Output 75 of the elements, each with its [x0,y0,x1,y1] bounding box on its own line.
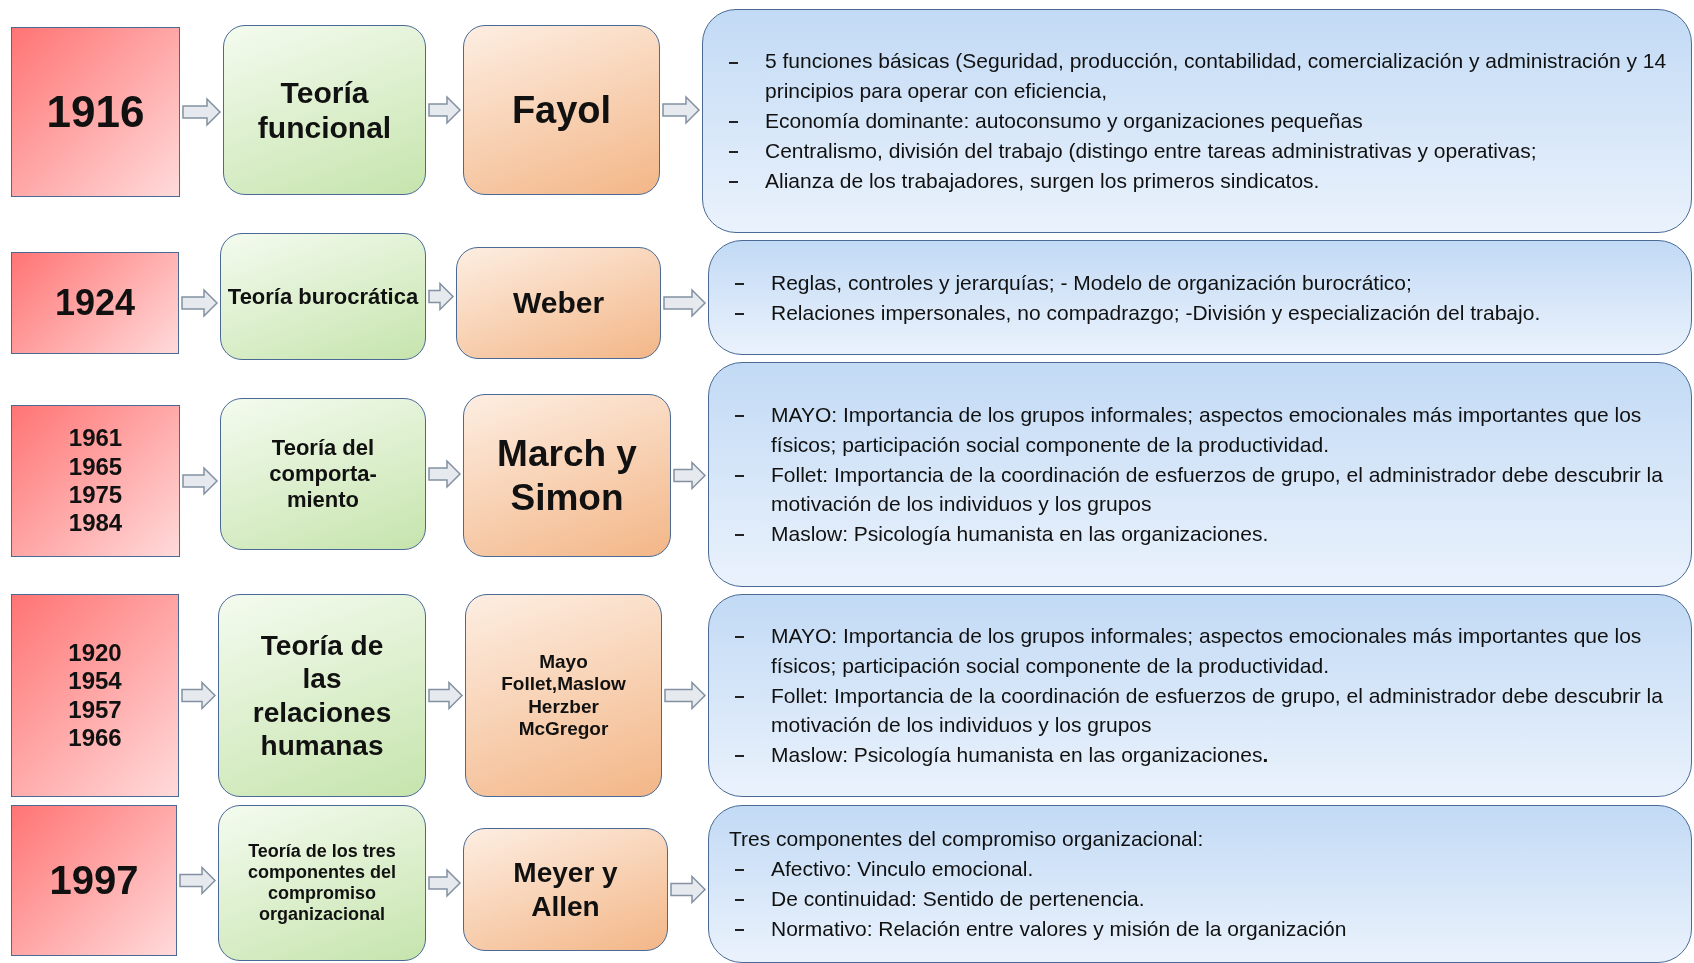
description-box [708,362,1692,587]
arrow [181,680,217,711]
description-item: Reglas, controles y jerarquías; - Modelo de organización burocrático; [771,270,1412,294]
year-label: 1954 [68,667,122,696]
arrow [428,281,455,312]
year-label: 1984 [68,509,123,538]
description-item: De continuidad: Sentido de pertenencia. [771,887,1145,910]
description-item: Follet: Importancia de la coordinación de esfuerzos de grupo, el administrador debe descubrir la motivación de los individuos y los grupos [771,683,1663,737]
theory-box [220,398,426,550]
description-box [708,594,1692,797]
year-label: 1961 [68,424,123,453]
theory-name: Teoría del comporta- miento [268,435,378,513]
author-box [463,828,668,951]
arrow [428,868,462,898]
arrow [182,97,222,127]
description-item: MAYO: Importancia de los grupos informales; aspectos emocionales más importantes que los físicos; participación social componente de la productividad. [771,623,1642,677]
year-label: 1965 [68,452,123,481]
author-box [456,247,661,359]
author-name: Meyer y Allen [512,856,619,923]
arrow [428,459,462,489]
description-item: Alianza de los trabajadores, surgen los primeros sindicatos. [765,168,1320,192]
author-name: March y Simon [496,431,638,520]
author-name: Weber [512,285,605,321]
description-box [708,240,1692,355]
description-item: Relaciones impersonales, no compadrazgo; -División y especialización del trabajo. [771,300,1541,324]
description-item: Economía dominante: autoconsumo y organizaciones pequeñas [765,109,1363,133]
arrow [428,680,464,711]
author-box [465,594,662,797]
year-label: 1966 [68,723,122,753]
arrow [181,288,219,318]
theory-box [218,805,426,961]
arrow [663,288,707,318]
theory-box [218,594,426,797]
description-item: MAYO: Importancia de los grupos informales; aspectos emocionales más importantes que los físicos; participación social componente de la productividad. [771,402,1642,456]
description-item: Tres componentes del compromiso organizacional: [728,826,1205,853]
author-name: McGregor [518,717,609,741]
author-box [463,394,671,557]
theory-name: Teoría burocrática [227,283,419,310]
arrow [670,874,707,905]
author-name: Fayol [511,87,612,133]
theory-name: Teoría de las relaciones humanas [251,629,393,762]
arrow [673,460,707,491]
author-name: Herzber [528,695,599,718]
arrow [664,680,707,711]
description-item: Afectivo: Vinculo emocional. [771,857,1034,881]
theory-name: Teoría de los tres componentes del compromiso organizacional [247,840,397,926]
description-item: Follet: Importancia de la coordinación de esfuerzos de grupo, el administrador debe descubrir la motivación de los individuos y los grupos [771,462,1663,516]
description-box [708,805,1692,963]
theory-name: Teoría funcional [256,74,393,146]
year-label: 1997 [49,856,139,904]
year-label: 1916 [46,86,145,138]
year-label: 1957 [68,695,122,724]
year-label: 1920 [68,638,122,668]
year-box [11,594,179,797]
theory-box [223,25,426,195]
description-item: 5 funciones básicas (Seguridad, producción, contabilidad, comercialización y administración y 14 principios para operar con eficiencia, [765,49,1667,103]
description-box [702,9,1692,233]
arrow [662,95,701,125]
author-box [463,25,660,195]
description-item: Maslow: Psicología humanista en las organizaciones. [771,522,1269,546]
year-box [11,805,177,956]
description-item: Maslow: Psicología humanista en las organizaciones. [771,743,1269,767]
description-item: Normativo: Relación entre valores y misión de la organización [771,916,1347,940]
author-name: Mayo [539,650,588,674]
year-box [11,252,179,354]
year-label: 1924 [54,281,136,325]
year-label: 1975 [68,481,123,510]
author-name: Follet,Maslow [501,673,626,696]
arrow [182,466,219,496]
arrow [179,865,217,896]
theory-box [220,233,426,360]
arrow [428,95,462,125]
description-item: Centralismo, división del trabajo (distingo entre tareas administrativas y operativas; [765,138,1537,162]
year-box [11,405,180,557]
year-box [11,27,180,197]
